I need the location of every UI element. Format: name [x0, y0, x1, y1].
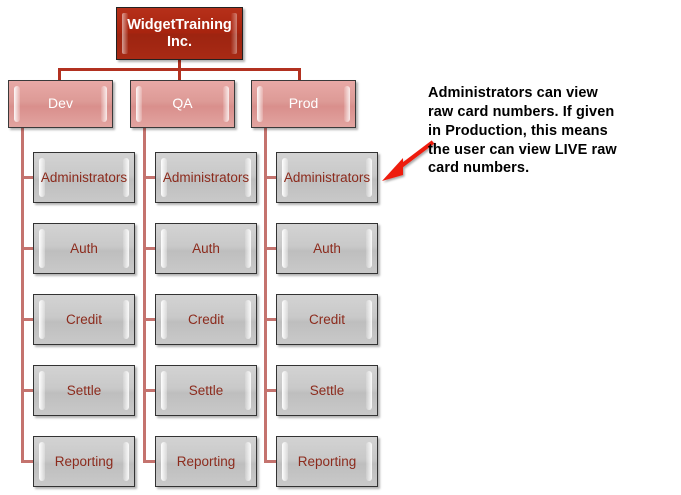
stub-dev-3: [21, 318, 33, 321]
node-prod-auth[interactable]: Auth: [276, 223, 378, 274]
node-env-prod[interactable]: Prod: [251, 80, 356, 128]
node-label: Reporting: [54, 453, 114, 469]
node-label: Credit: [65, 311, 102, 327]
annotation-line-5: card numbers.: [428, 160, 530, 177]
node-root-label-line1: WidgetTraining: [127, 17, 232, 34]
node-label: Credit: [308, 311, 345, 327]
connector-root-to-dev: [58, 68, 61, 81]
node-qa-credit[interactable]: Credit: [155, 294, 257, 345]
node-env-dev-label: Dev: [48, 95, 73, 112]
node-prod-reporting[interactable]: Reporting: [276, 436, 378, 487]
node-dev-credit[interactable]: Credit: [33, 294, 135, 345]
node-root-label-line2: Inc.: [167, 33, 192, 50]
stub-dev-1: [21, 176, 33, 179]
stub-qa-3: [143, 318, 155, 321]
stub-qa-5: [143, 460, 155, 463]
stub-prod-1: [264, 176, 276, 179]
node-label: Settle: [309, 382, 345, 398]
node-env-qa[interactable]: QA: [130, 80, 235, 128]
node-label: Administrators: [40, 169, 128, 185]
annotation-line-4: the user can view LIVE raw: [428, 141, 617, 158]
node-env-qa-label: QA: [172, 95, 193, 112]
annotation-text: Administrators can view raw card numbers…: [428, 84, 670, 178]
stub-dev-4: [21, 389, 33, 392]
node-prod-credit[interactable]: Credit: [276, 294, 378, 345]
stub-prod-3: [264, 318, 276, 321]
node-label: Administrators: [283, 169, 371, 185]
node-label: Reporting: [176, 453, 236, 469]
connector-root-stem: [178, 59, 181, 70]
node-label: Auth: [192, 240, 220, 256]
stub-dev-5: [21, 460, 33, 463]
spine-dev: [21, 128, 24, 463]
stub-prod-5: [264, 460, 276, 463]
node-qa-administrators[interactable]: Administrators: [155, 152, 257, 203]
node-label: Credit: [187, 311, 224, 327]
stub-prod-4: [264, 389, 276, 392]
node-dev-administrators[interactable]: Administrators: [33, 152, 135, 203]
node-prod-administrators[interactable]: Administrators: [276, 152, 378, 203]
stub-qa-2: [143, 247, 155, 250]
annotation-line-3: in Production, this means: [428, 122, 608, 139]
annotation-line-1: Administrators can view: [428, 85, 598, 101]
connector-root-to-qa: [178, 68, 181, 81]
node-dev-settle[interactable]: Settle: [33, 365, 135, 416]
node-label: Auth: [313, 240, 341, 256]
stub-qa-4: [143, 389, 155, 392]
annotation-line-2: raw card numbers. If given: [428, 103, 615, 120]
spine-prod: [264, 128, 267, 463]
node-dev-auth[interactable]: Auth: [33, 223, 135, 274]
node-env-dev[interactable]: Dev: [8, 80, 113, 128]
node-label: Reporting: [297, 453, 357, 469]
node-qa-reporting[interactable]: Reporting: [155, 436, 257, 487]
node-label: Auth: [70, 240, 98, 256]
node-qa-auth[interactable]: Auth: [155, 223, 257, 274]
node-dev-reporting[interactable]: Reporting: [33, 436, 135, 487]
node-prod-settle[interactable]: Settle: [276, 365, 378, 416]
stub-dev-2: [21, 247, 33, 250]
node-qa-settle[interactable]: Settle: [155, 365, 257, 416]
node-root-widgettraining-inc[interactable]: WidgetTraining Inc.: [116, 7, 243, 60]
callout-arrow-icon: [382, 140, 435, 181]
node-label: Settle: [188, 382, 224, 398]
node-label: Settle: [66, 382, 102, 398]
spine-qa: [143, 128, 146, 463]
node-root-label: WidgetTraining Inc.: [113, 17, 246, 49]
stub-prod-2: [264, 247, 276, 250]
node-env-prod-label: Prod: [288, 95, 319, 112]
node-label: Administrators: [162, 169, 250, 185]
stub-qa-1: [143, 176, 155, 179]
connector-root-to-prod: [298, 68, 301, 81]
